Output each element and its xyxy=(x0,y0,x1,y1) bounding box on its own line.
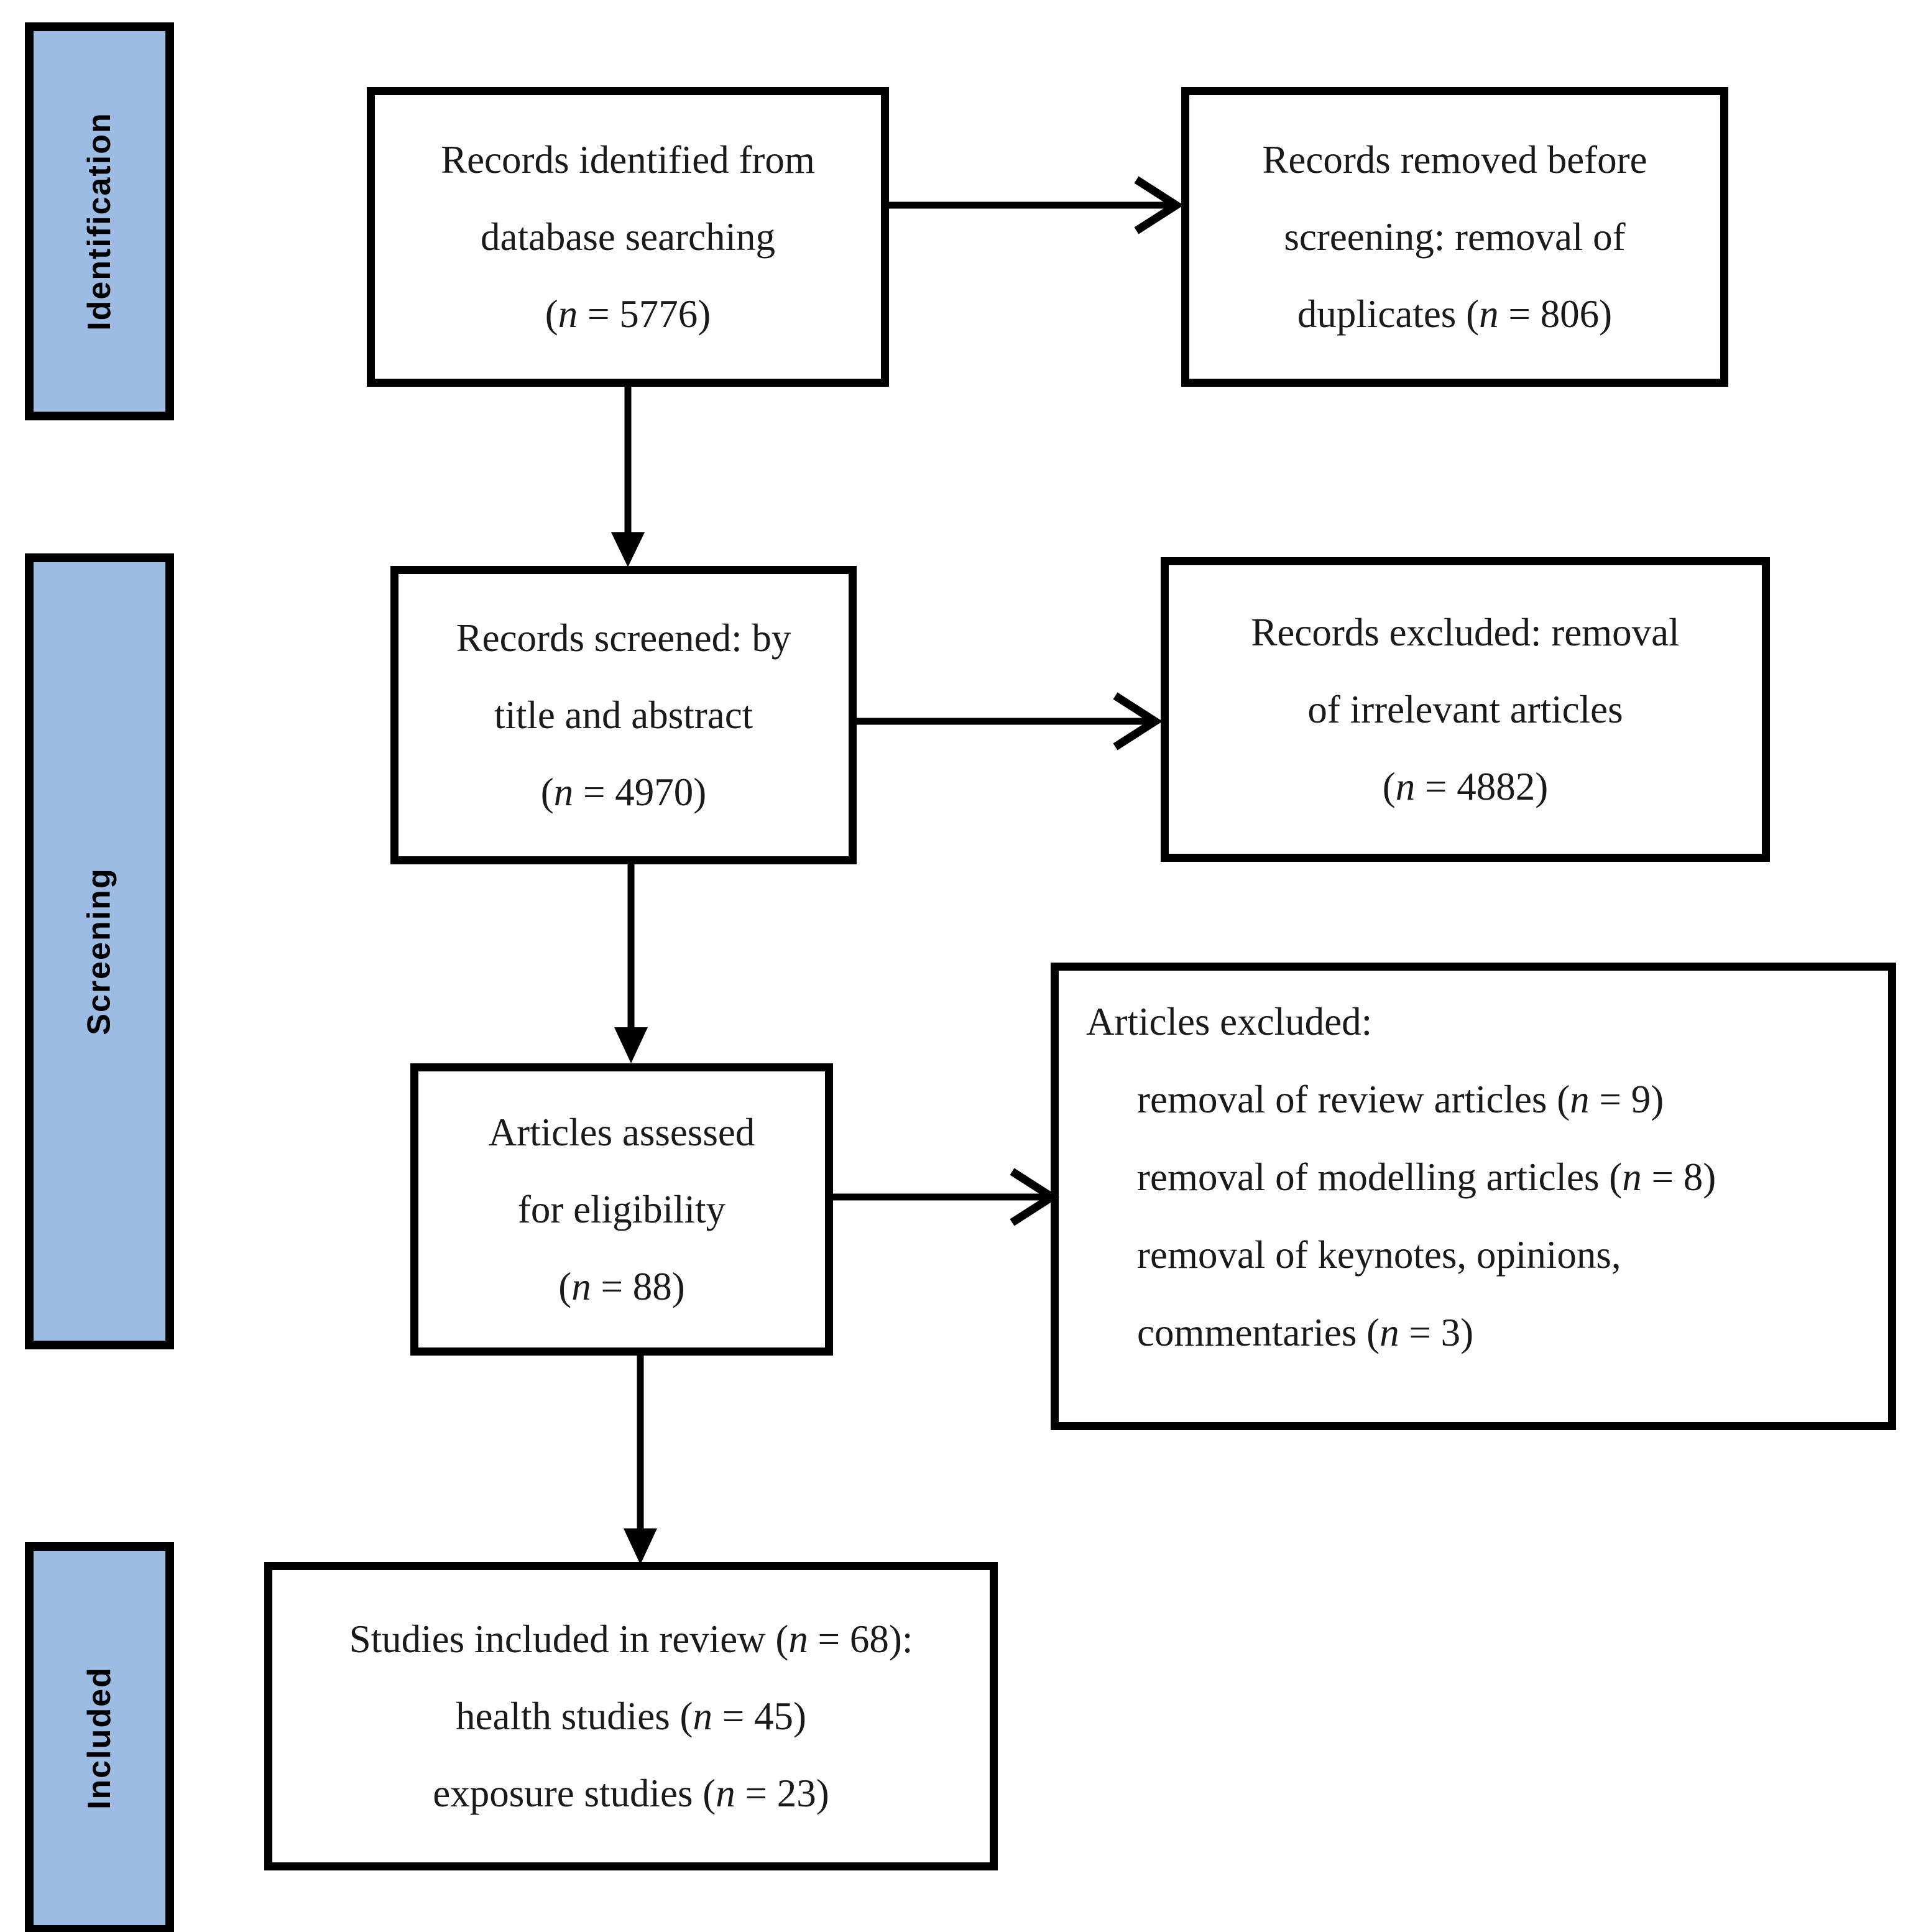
articles-excluded-item: commentaries (n = 3) xyxy=(1137,1311,1474,1354)
stage-label-identification: Identification xyxy=(81,112,117,331)
box-line: (n = 88) xyxy=(558,1265,685,1309)
box-line: for eligibility xyxy=(517,1187,726,1231)
stage-bar-screening: Screening xyxy=(25,553,174,1349)
connector-screened-to-assessed xyxy=(597,863,665,1068)
box-records-screened: Records screened: by title and abstract … xyxy=(390,566,857,864)
articles-excluded-item: removal of keynotes, opinions, xyxy=(1137,1233,1621,1277)
box-line: Records screened: by xyxy=(456,616,791,660)
connector-assessed-to-included xyxy=(606,1356,675,1570)
box-articles-excluded: Articles excluded: removal of review art… xyxy=(1051,963,1896,1430)
box-line: Records removed before xyxy=(1262,137,1647,182)
box-records-removed-before-screening: Records removed before screening: remova… xyxy=(1181,87,1728,387)
box-line: health studies (n = 45) xyxy=(456,1694,806,1738)
stage-label-screening: Screening xyxy=(81,867,118,1035)
box-line: Articles assessed xyxy=(488,1110,755,1154)
box-line: (n = 4882) xyxy=(1382,765,1549,809)
connector-identified-to-screened xyxy=(594,386,662,572)
box-line: database searching xyxy=(480,215,775,259)
stage-bar-identification: Identification xyxy=(25,22,174,420)
articles-excluded-item: removal of review articles (n = 9) xyxy=(1137,1078,1664,1121)
box-line: Records excluded: removal xyxy=(1251,610,1680,654)
connector-assessed-to-articles-excluded xyxy=(833,1163,1063,1231)
box-line: Studies included in review (n = 68): xyxy=(349,1617,913,1661)
connector-screened-to-excluded xyxy=(857,687,1168,756)
box-records-identified: Records identified from database searchi… xyxy=(367,87,889,387)
box-line: of irrelevant articles xyxy=(1307,687,1623,731)
box-line: exposure studies (n = 23) xyxy=(433,1772,829,1816)
articles-excluded-item: removal of modelling articles (n = 8) xyxy=(1137,1155,1716,1199)
box-records-excluded: Records excluded: removal of irrelevant … xyxy=(1161,557,1770,862)
box-line: title and abstract xyxy=(494,693,753,737)
box-line: duplicates (n = 806) xyxy=(1297,292,1613,336)
box-line: Records identified from xyxy=(441,137,815,182)
stage-label-included: Included xyxy=(81,1666,118,1810)
box-articles-assessed-for-eligibility: Articles assessed for eligibility (n = 8… xyxy=(410,1063,833,1356)
box-line: screening: removal of xyxy=(1284,215,1626,259)
box-line: (n = 4970) xyxy=(540,770,707,815)
connector-identified-to-removed xyxy=(889,171,1187,239)
box-studies-included-in-review: Studies included in review (n = 68): hea… xyxy=(264,1562,998,1870)
stage-bar-included: Included xyxy=(25,1542,174,1932)
articles-excluded-heading: Articles excluded: xyxy=(1086,1000,1373,1043)
box-line: (n = 5776) xyxy=(545,292,711,336)
